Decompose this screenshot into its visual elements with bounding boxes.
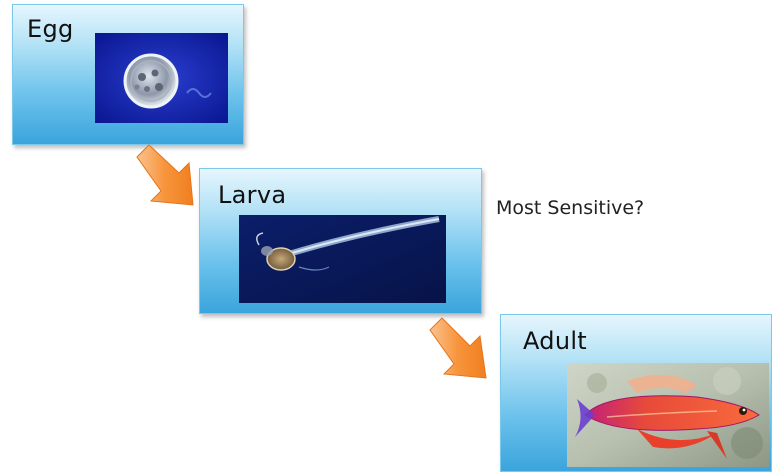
adult-photo: [567, 363, 769, 467]
egg-photo: [95, 33, 228, 123]
down-right-arrow-icon: [428, 314, 494, 382]
adult-stage-box: Adult: [500, 314, 772, 472]
adult-label: Adult: [523, 327, 587, 355]
egg-label: Egg: [27, 15, 74, 43]
egg-stage-box: Egg: [12, 4, 244, 145]
larva-photo: [239, 215, 446, 303]
larva-label: Larva: [218, 181, 286, 209]
down-right-arrow-icon: [133, 143, 203, 209]
larva-stage-box: Larva: [199, 168, 482, 314]
most-sensitive-note: Most Sensitive?: [496, 197, 644, 219]
